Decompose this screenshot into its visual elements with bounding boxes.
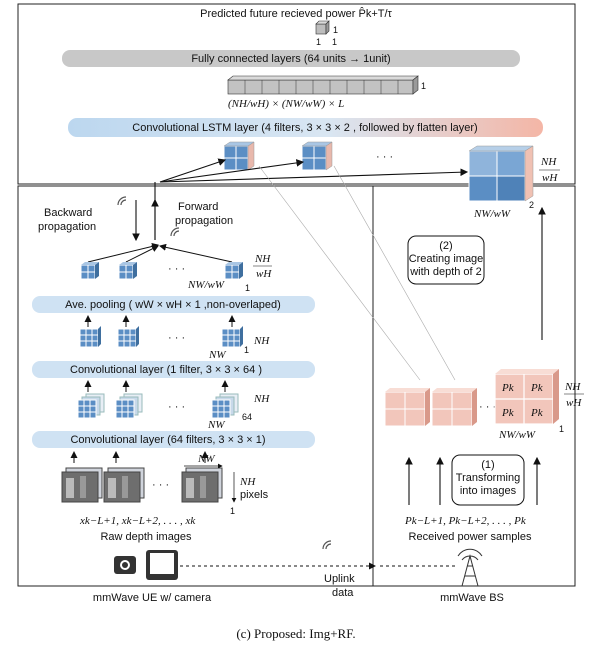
conv64-nh: NH [253,393,270,405]
rf-one: 1 [559,424,564,434]
raw-nw: NW [197,453,215,465]
output-dim-2: 1 [316,37,321,47]
step2-l1: (2) [439,240,452,252]
conv1-one: 1 [244,345,249,355]
pool-nw: NW/wW [187,279,225,291]
lstm-input-cube-1 [223,141,255,171]
fc-label: Fully connected layers (64 units → 1unit… [191,53,390,65]
pool-nh: NH [254,253,271,265]
raw-seq: xk−L+1, xk−L+2, . . . , xk [79,515,196,527]
rf-nw: NW/wW [498,429,536,441]
raw-image-1 [61,467,103,503]
conv1-band [32,361,315,378]
conv64-64: 64 [242,412,252,422]
backward-label-2: propagation [38,221,96,233]
conv64-stack-1 [77,393,105,419]
step1-box [451,454,525,506]
big-nh: NH [540,156,557,168]
avepool-band [32,296,315,313]
lstm-input-cube-2 [301,141,333,171]
step2-l3: with depth of 2 [409,266,482,278]
wireless-icon-top [117,196,127,206]
pk-cell-3: Pk [501,407,515,419]
forward-label-2: propagation [175,215,233,227]
conv1-label: Convolutional layer (1 filter, 3 × 3 × 6… [70,364,262,376]
output-title: Predicted future recieved power P̂k+T/τ [200,6,392,20]
pool-ellipsis: · · · [168,263,185,275]
conv1-cube-2 [117,326,139,348]
top-frame [17,3,576,185]
pool-wh: wH [256,268,272,280]
flatten-one: 1 [421,81,426,91]
conv64-label: Convolutional layer (64 filters, 3 × 3 ×… [70,434,265,446]
ue-frame [17,185,374,587]
raw-nh: NH [239,476,256,488]
backward-label-1: Backward [44,207,92,219]
raw-ellipsis: · · · [152,479,169,491]
raw-one: 1 [230,506,235,516]
raw-image-2 [103,467,145,503]
rf-cube-2 [431,388,477,427]
wireless-icon-forward [170,227,180,237]
figure-caption: (c) Proposed: Img+RF. [236,626,355,641]
rf-ellipsis: · · · [479,401,496,413]
conv1-nh: NH [253,335,270,347]
rf-cube-1 [384,388,430,427]
conv64-stack-2 [115,393,143,419]
conv64-ellipsis: · · · [168,401,185,413]
raw-label: Raw depth images [100,531,192,543]
pk-cell-2: Pk [530,382,544,394]
conv1-ellipsis: · · · [168,332,185,344]
output-dim-1: 1 [333,25,338,35]
step2-box [407,235,485,285]
conv1-nw: NW [208,349,226,361]
output-unit [315,20,330,35]
conv64-stack-3 [211,393,239,419]
big-two: 2 [529,200,534,210]
flatten-vector [227,75,419,95]
bs-label: mmWave BS [440,592,504,604]
convlstm-band [68,118,543,137]
step1-l2: Transforming [456,472,520,484]
uplink-label-2: data [332,587,354,599]
wireless-icon-uplink [322,540,332,550]
raw-image-3 [181,467,223,503]
bs-antenna-icon [457,548,483,587]
step1-l1: (1) [481,459,494,471]
rf-wh: wH [566,397,582,409]
rf-cube-big [494,369,559,425]
rf-nh: NH [564,381,581,393]
pooled-cube-1 [80,262,99,280]
rf-label: Received power samples [409,531,532,543]
uplink-label-1: Uplink [324,573,355,585]
pooled-cube-3 [224,262,243,280]
step1-l3: into images [460,485,517,497]
conv64-nw: NW [207,419,225,431]
conv1-cube-1 [79,326,101,348]
conv64-band [32,431,315,448]
forward-label-1: Forward [178,201,218,213]
big-wh: wH [542,172,558,184]
tablet-icon [146,550,178,580]
pooled-cube-2 [118,262,137,280]
conv1-cube-3 [221,326,243,348]
output-dim-3: 1 [332,37,337,47]
flatten-dims: (NH/wH) × (NW/wW) × L [228,98,344,110]
pk-cell-1: Pk [501,382,515,394]
ue-label: mmWave UE w/ camera [93,592,212,604]
pk-cell-4: Pk [530,407,544,419]
rf-seq: Pk−L+1, Pk−L+2, . . . , Pk [404,515,527,527]
fc-band [62,50,520,67]
big-nw: NW/wW [473,208,511,220]
avepool-label: Ave. pooling ( wW × wH × 1 ,non-overlape… [65,299,281,311]
combined-cube [468,145,534,202]
raw-pixels: pixels [240,489,269,501]
camera-icon [114,556,136,574]
convlstm-label: Convolutional LSTM layer (4 filters, 3 ×… [132,122,477,134]
lstm-ellipsis: · · · [376,151,393,163]
step2-l2: Creating image [409,253,484,265]
pool-one: 1 [245,283,250,293]
